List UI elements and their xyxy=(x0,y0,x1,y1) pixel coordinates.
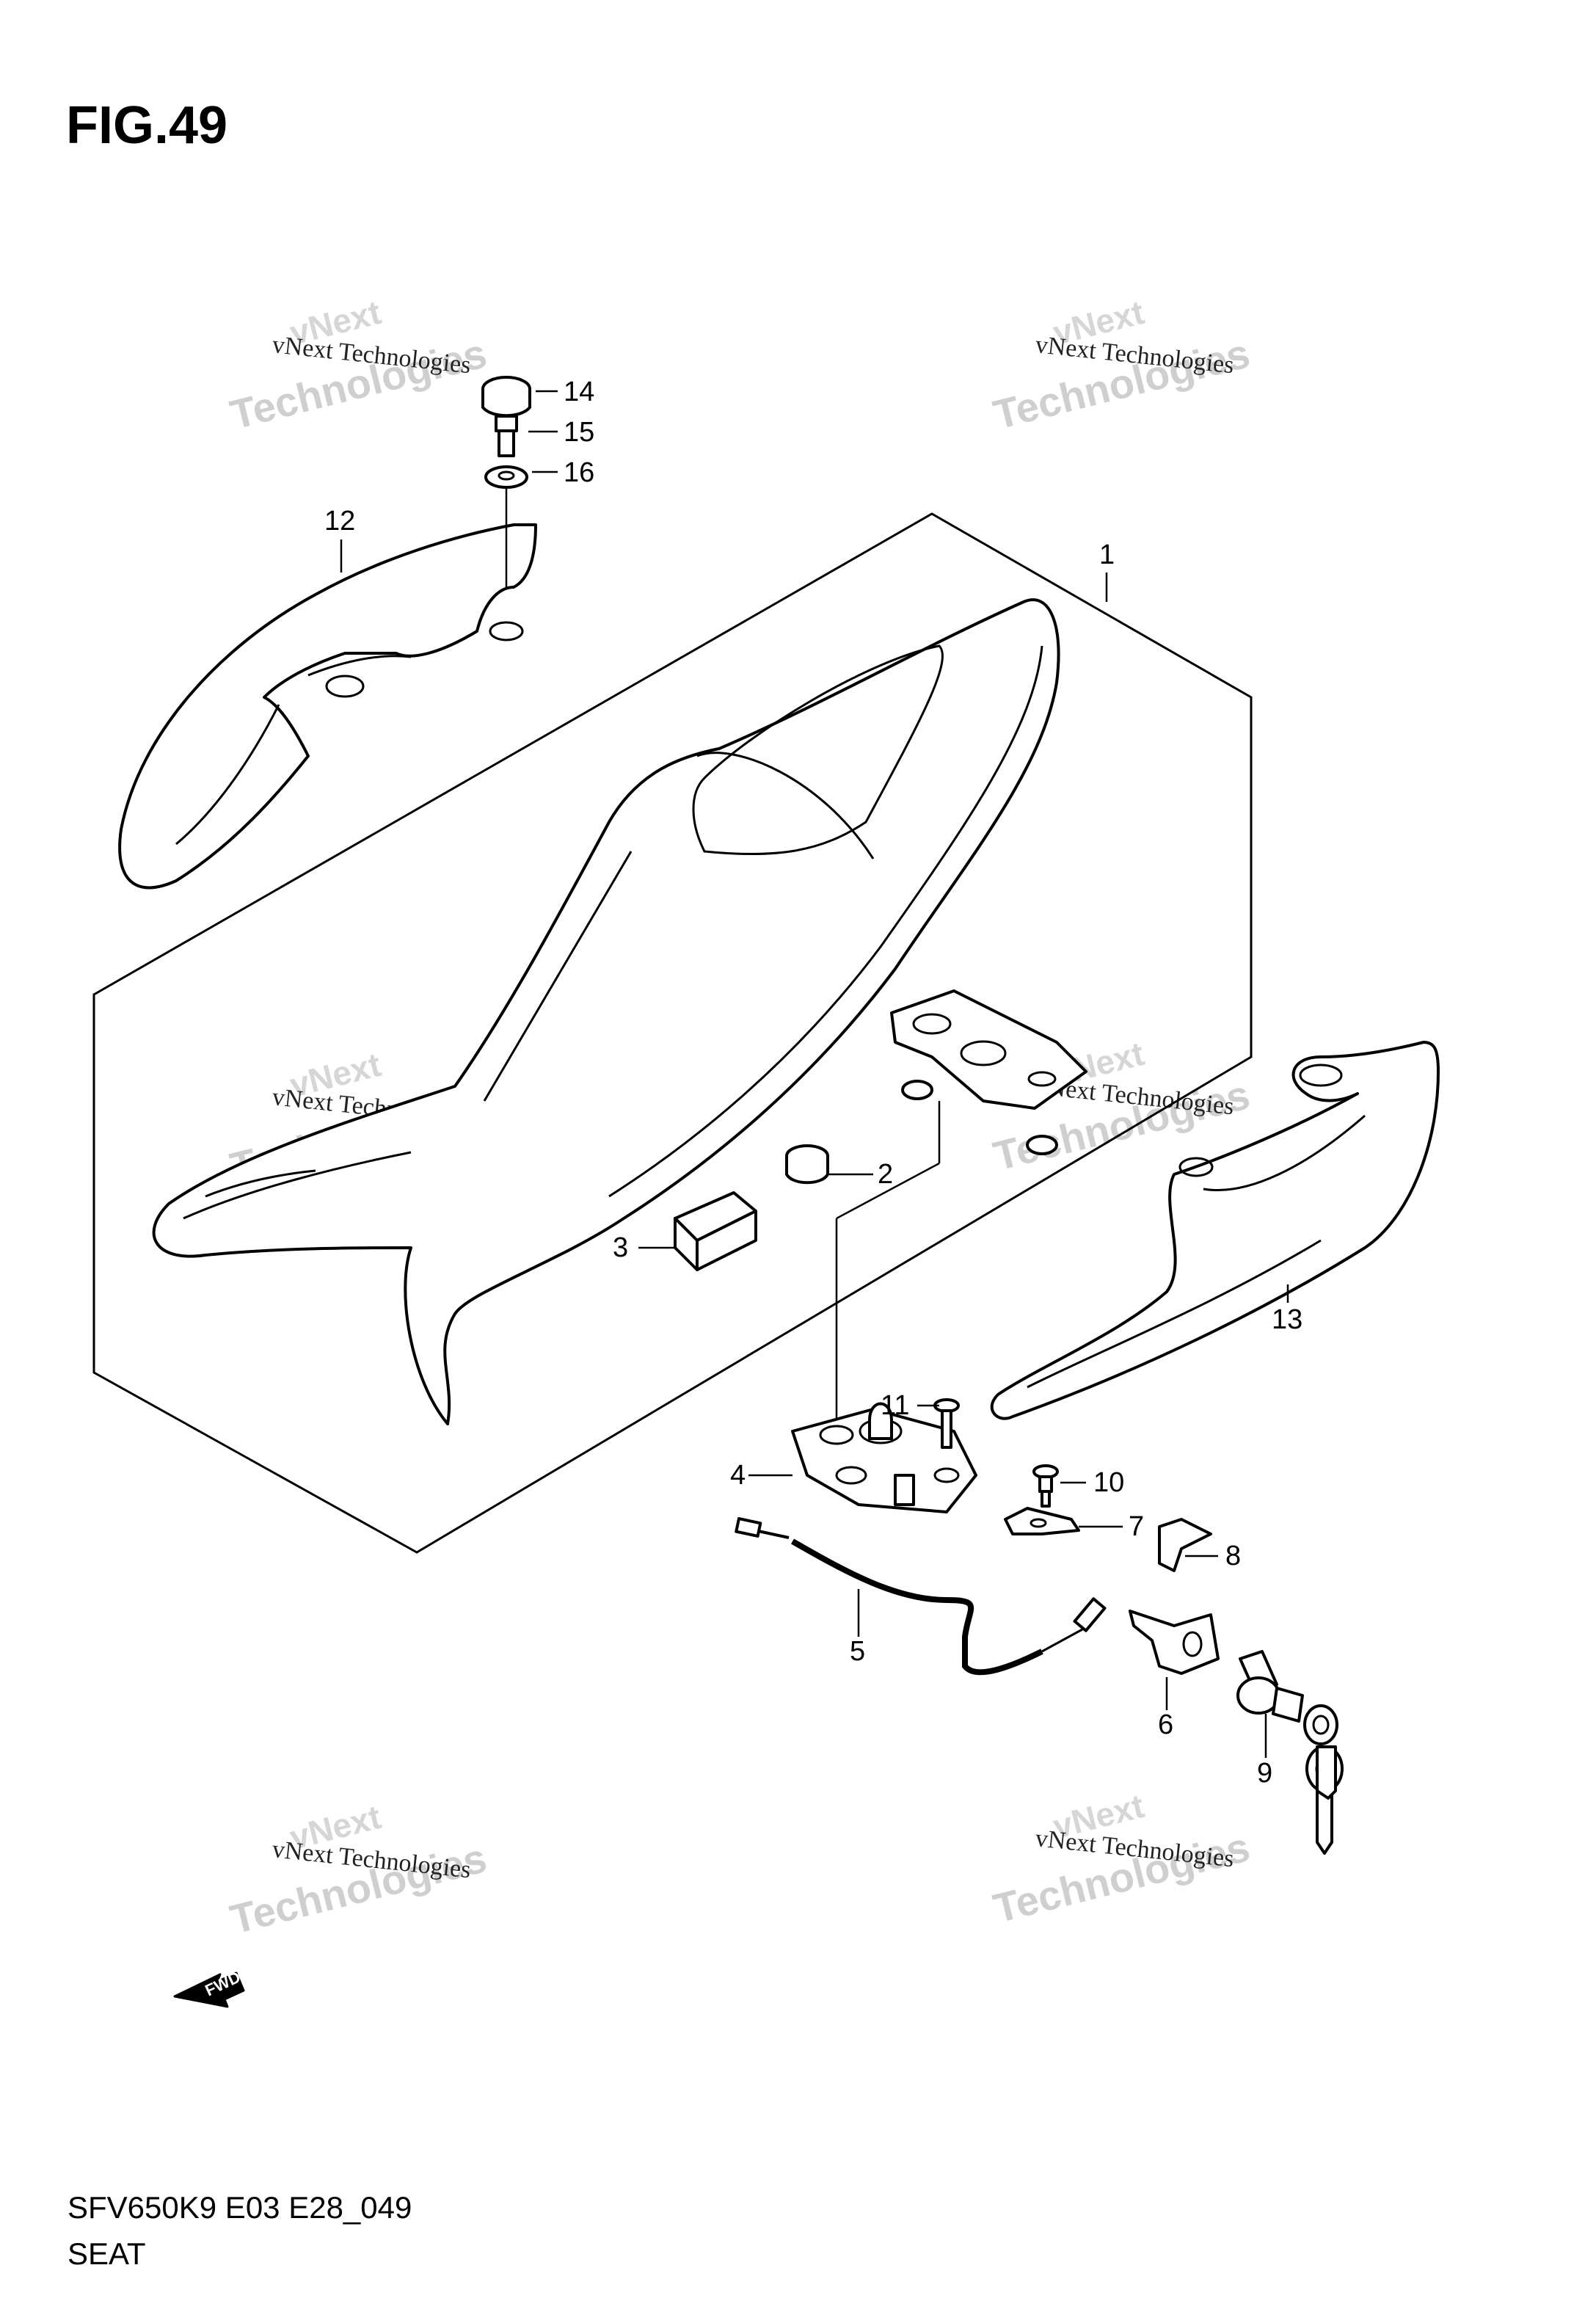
cushion xyxy=(785,1144,829,1185)
cable-clip xyxy=(1158,1518,1212,1572)
seat-lock xyxy=(791,1402,977,1513)
callout-11: 11 xyxy=(881,1390,909,1421)
callout-3: 3 xyxy=(613,1232,628,1263)
latch-plate xyxy=(890,989,1087,1110)
callout-14: 14 xyxy=(564,377,594,407)
grab-rail-left xyxy=(118,523,537,890)
bolt-lock xyxy=(1032,1464,1059,1508)
cap xyxy=(481,376,531,418)
callout-8: 8 xyxy=(1225,1541,1241,1571)
callout-13: 13 xyxy=(1272,1304,1302,1335)
seat xyxy=(152,598,1060,1425)
bolt-rail xyxy=(495,415,518,457)
callout-10: 10 xyxy=(1093,1467,1124,1498)
seat-lock-key-set xyxy=(1236,1650,1344,1855)
model-code: SFV650K9 E03 E28_049 xyxy=(68,2190,412,2225)
callout-5: 5 xyxy=(850,1636,865,1667)
forward-arrow-icon: FWD xyxy=(173,1968,245,2008)
seat-assembly-outline xyxy=(92,512,1253,1554)
callout-6: 6 xyxy=(1158,1709,1173,1740)
callout-2: 2 xyxy=(878,1159,893,1190)
callout-15: 15 xyxy=(564,417,594,448)
callout-4: 4 xyxy=(730,1460,746,1491)
cushion-block xyxy=(674,1191,757,1271)
watermark-top-right: vNext Technologies vNext Technologies xyxy=(989,293,1254,438)
figure-title: FIG.49 xyxy=(66,96,227,155)
callout-7: 7 xyxy=(1129,1511,1144,1542)
lock-bracket xyxy=(1129,1610,1220,1675)
cable-clamp xyxy=(1004,1507,1080,1535)
watermark-bottom-right: vNext Technologies vNext Technologies xyxy=(989,1786,1254,1932)
callout-12: 12 xyxy=(324,506,355,537)
section-name: SEAT xyxy=(68,2236,146,2271)
watermark-top-left: vNext Technologies vNext Technologies xyxy=(226,293,491,438)
screw-lock xyxy=(933,1398,960,1449)
leader-lines xyxy=(340,390,1289,1758)
callout-16: 16 xyxy=(564,457,594,488)
grab-rail-right xyxy=(990,1041,1440,1420)
callout-1: 1 xyxy=(1099,539,1115,570)
washer-rail xyxy=(484,465,528,489)
seat-lock-cable xyxy=(735,1517,1107,1676)
watermark-bottom-left: vNext Technologies vNext Technologies xyxy=(226,1797,491,1943)
callout-9: 9 xyxy=(1257,1758,1272,1789)
